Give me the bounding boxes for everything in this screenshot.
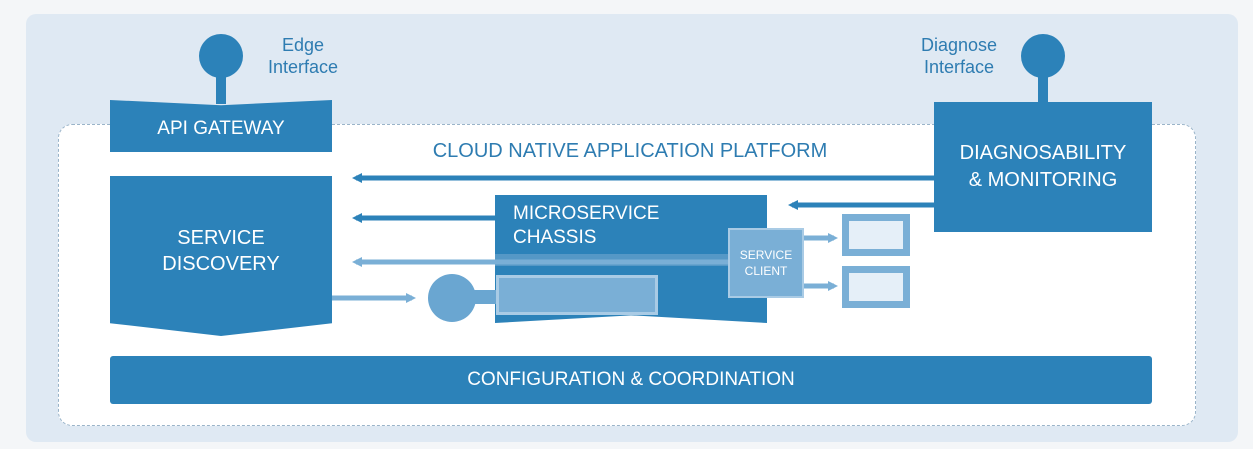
service-instance-box (842, 266, 910, 308)
client-endpoint-circle (428, 274, 476, 322)
service-discovery-node: SERVICE DISCOVERY (110, 176, 332, 336)
api-gateway-node: API GATEWAY (110, 100, 332, 152)
service-instance-box (842, 214, 910, 256)
client-component-box (496, 275, 658, 315)
edge-interface-stem (216, 74, 226, 104)
diagnose-interface-pin-icon (1021, 34, 1065, 78)
platform-title: CLOUD NATIVE APPLICATION PLATFORM (432, 140, 828, 162)
edge-interface-label: Edge Interface (267, 35, 339, 77)
service-client-node: SERVICE CLIENT (728, 228, 804, 298)
client-endpoint-stem (470, 290, 500, 304)
diagnosability-monitoring-node: DIAGNOSABILITY & MONITORING (934, 102, 1152, 232)
diagnose-interface-label: Diagnose Interface (920, 35, 998, 77)
microservice-chassis-label: MICROSERVICE CHASSIS (513, 203, 660, 248)
edge-interface-pin-icon (199, 34, 243, 78)
diagnose-interface-stem (1038, 74, 1048, 104)
configuration-coordination-node: CONFIGURATION & COORDINATION (110, 356, 1152, 404)
